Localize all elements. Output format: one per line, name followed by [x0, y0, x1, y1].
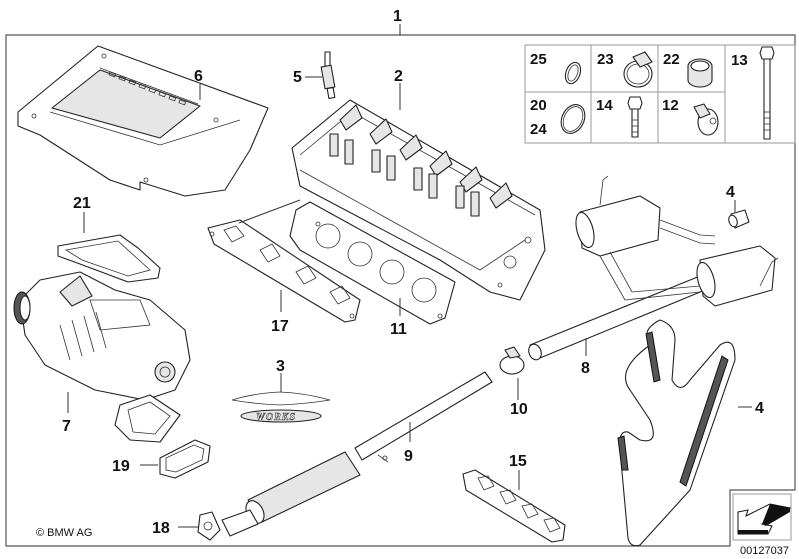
diagram-frame — [5, 34, 796, 547]
callout-12[interactable]: 12 — [662, 97, 679, 114]
callout-16[interactable]: 15 — [509, 453, 527, 470]
callout-19[interactable]: 21 — [73, 195, 91, 212]
callout-5[interactable]: 5 — [293, 69, 302, 86]
callout-4[interactable]: 4 — [755, 400, 764, 417]
small-parts-table: 25 23 22 13 20 24 — [524, 44, 796, 144]
centre-silencer[interactable] — [221, 371, 493, 537]
callout-15[interactable]: 11 — [390, 321, 407, 338]
works-emblem[interactable]: WORKS — [231, 391, 331, 423]
rear-silencer[interactable] — [527, 175, 779, 362]
engine-cover[interactable] — [17, 45, 269, 197]
callout-25[interactable]: 25 — [530, 51, 547, 68]
hose-clamp-icon — [623, 51, 653, 88]
valve-springs — [329, 133, 480, 217]
callout-7[interactable]: 7 — [62, 418, 71, 435]
intake-gasket[interactable] — [207, 219, 361, 323]
callout-3[interactable]: 3 — [276, 358, 285, 375]
exhaust-manifold-gasket[interactable] — [462, 469, 566, 543]
head-gasket[interactable] — [289, 201, 456, 325]
callout-14[interactable]: 14 — [596, 97, 613, 114]
callout-20[interactable]: 20 — [530, 97, 547, 114]
spring-clamp-icon — [693, 103, 719, 136]
tailpipe-trim[interactable] — [727, 209, 750, 229]
arrow-back-icon — [737, 503, 792, 535]
hex-bolt-icon — [627, 96, 643, 138]
copyright-text: © BMW AG — [36, 527, 92, 539]
callout-1[interactable]: 1 — [393, 8, 402, 25]
callout-11[interactable]: 10 — [510, 401, 528, 418]
ribbed-v-belt[interactable] — [617, 319, 736, 547]
spark-plug[interactable] — [320, 51, 336, 99]
diagram-id: 00127037 — [740, 545, 789, 557]
supercharger[interactable] — [13, 271, 191, 443]
plug-icon — [687, 58, 713, 88]
callout-13[interactable]: 13 — [731, 52, 748, 69]
callout-24[interactable]: 24 — [530, 121, 547, 138]
callout-10[interactable]: 4 — [726, 184, 735, 201]
cover-slots — [108, 71, 187, 106]
supercharger-gasket[interactable] — [57, 234, 161, 283]
long-bolt-icon — [759, 46, 775, 140]
intake-seal[interactable] — [159, 439, 211, 479]
flange-gasket[interactable] — [197, 511, 221, 541]
o-ring-large-icon — [560, 104, 586, 134]
callout-2[interactable]: 2 — [394, 68, 403, 85]
camshaft-lobes — [339, 104, 513, 209]
callout-6[interactable]: 6 — [194, 68, 203, 85]
callout-17[interactable]: 18 — [152, 520, 170, 537]
callout-23[interactable]: 23 — [597, 51, 614, 68]
exhaust-clamp[interactable] — [499, 346, 525, 375]
callout-8[interactable]: 8 — [581, 360, 590, 377]
o-ring-small-icon — [564, 61, 582, 85]
callout-9[interactable]: 9 — [404, 448, 413, 465]
works-text: WORKS — [256, 412, 296, 423]
callout-18[interactable]: 17 — [271, 318, 289, 335]
cylinder-head[interactable] — [291, 99, 546, 301]
callout-22[interactable]: 22 — [663, 51, 680, 68]
navigation-arrow-button[interactable] — [732, 493, 792, 541]
callout-21[interactable]: 19 — [112, 458, 130, 475]
